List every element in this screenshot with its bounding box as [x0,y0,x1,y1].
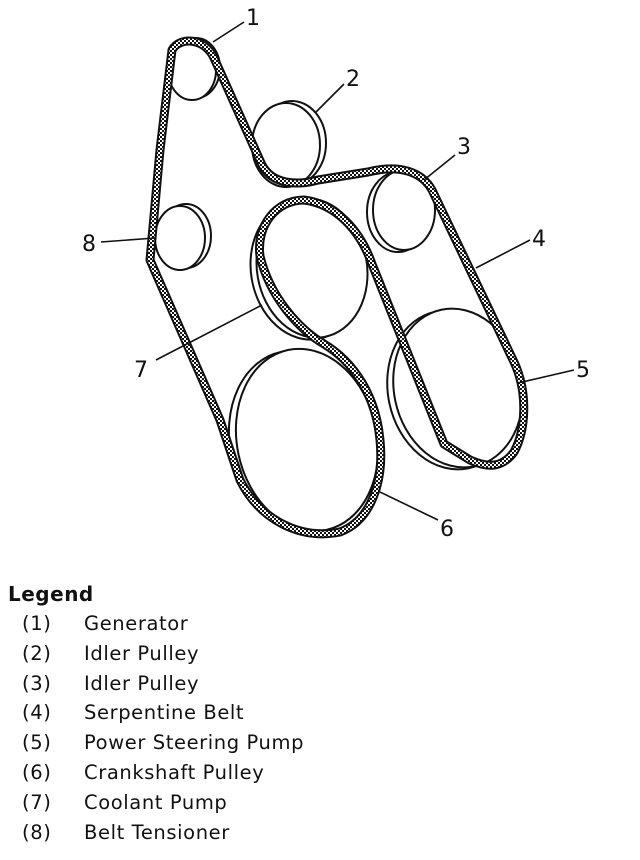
belt-tensioner-pulley [154,203,212,271]
callout-3: 3 [457,135,471,160]
leader-5 [517,369,575,384]
callout-2: 2 [346,67,360,92]
callout-4: 4 [532,227,546,252]
legend-item-label: Idler Pulley [84,641,200,665]
legend-item-number: (7) [22,790,52,814]
legend-item-number: (5) [22,731,52,755]
legend-item-number: (2) [22,641,52,665]
idler-pulley-upper-right [366,169,436,253]
legend-item-number: (3) [22,671,52,695]
leader-lines [100,21,575,521]
legend-item-number: (6) [22,760,52,784]
leader-7 [155,304,263,361]
legend-item-label: Crankshaft Pulley [84,760,265,784]
legend-item: (7) Coolant Pump [8,791,628,821]
legend-item: (1) Generator [8,612,628,642]
legend-title: Legend [8,582,94,606]
legend-item-label: Serpentine Belt [84,701,245,725]
legend-item: (5) Power Steering Pump [8,731,628,761]
callout-8: 8 [82,232,96,257]
leader-3 [423,154,456,181]
legend-item-number: (1) [22,612,52,635]
legend-item-number: (8) [22,820,52,844]
legend-item-number: (4) [22,701,52,725]
legend-item-label: Coolant Pump [84,790,228,814]
serpentine-belt [145,36,529,539]
leader-6 [379,491,439,521]
legend: Legend (1) Generator (2) Idler Pulley (3… [8,582,628,850]
legend-item: (4) Serpentine Belt [8,701,628,731]
legend-item: (2) Idler Pulley [8,642,628,672]
legend-item: (6) Crankshaft Pulley [8,761,628,791]
leader-4 [475,239,531,269]
legend-item-label: Belt Tensioner [84,820,230,844]
legend-item-label: Idler Pulley [84,671,200,695]
callout-7: 7 [134,358,148,383]
legend-item: (8) Belt Tensioner [8,821,628,851]
belt-routing-diagram: 1 2 3 4 5 6 7 8 [82,6,590,542]
callout-5: 5 [576,358,590,383]
callout-6: 6 [440,517,454,542]
legend-item-label: Generator [84,612,189,635]
leader-2 [315,83,345,113]
leader-8 [100,237,156,243]
legend-item: (3) Idler Pulley [8,672,628,702]
legend-item-label: Power Steering Pump [84,731,305,755]
leader-1 [212,21,245,43]
callout-1: 1 [246,6,260,31]
